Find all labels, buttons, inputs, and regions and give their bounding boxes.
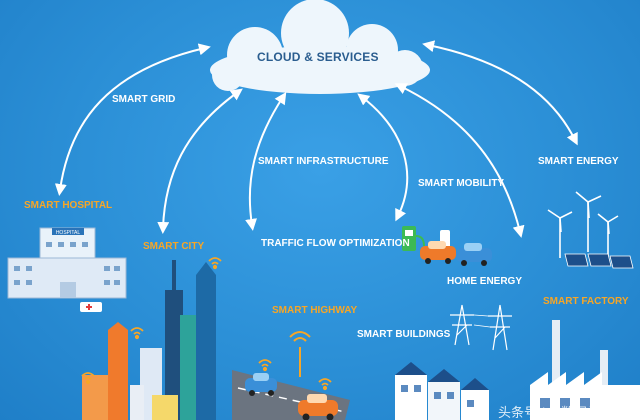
cloud-services-label: CLOUD & SERVICES xyxy=(257,50,379,64)
cloud-shape xyxy=(210,0,430,94)
highway-road xyxy=(232,331,350,420)
connection-arrows xyxy=(54,40,578,238)
smart-hospital-label: SMART HOSPITAL xyxy=(24,200,113,211)
arrow-smart-grid xyxy=(54,43,211,196)
city-skyline xyxy=(82,260,216,420)
wifi-icons xyxy=(81,257,332,391)
smart-mobility-label: SMART MOBILITY xyxy=(418,178,505,189)
traffic-flow-label: TRAFFIC FLOW OPTIMIZATION xyxy=(261,238,410,249)
mobility-scene xyxy=(402,226,492,266)
smart-buildings xyxy=(395,362,489,420)
arrow-smart-city xyxy=(157,88,243,234)
smart-highway-label: SMART HIGHWAY xyxy=(272,305,358,316)
solar-panels xyxy=(564,253,634,269)
arrow-smart-energy xyxy=(422,40,578,146)
smart-energy-label: SMART ENERGY xyxy=(538,156,619,167)
watermark: 头条号 / 大数据前沿 xyxy=(498,405,613,420)
home-energy-label: HOME ENERGY xyxy=(447,276,523,287)
hospital-sign: HOSPITAL xyxy=(56,230,81,236)
arrow-traffic xyxy=(394,83,525,238)
smart-infrastructure-label: SMART INFRASTRUCTURE xyxy=(258,156,389,167)
smart-grid-label: SMART GRID xyxy=(112,94,176,105)
smart-factory-label: SMART FACTORY xyxy=(543,296,629,307)
hospital-building: HOSPITAL xyxy=(7,227,127,312)
smart-city-label: SMART CITY xyxy=(143,241,205,252)
arrow-smart-infrastructure xyxy=(245,91,287,231)
power-pylons xyxy=(450,304,512,351)
smart-buildings-label: SMART BUILDINGS xyxy=(357,329,451,340)
energy-scene xyxy=(547,191,619,258)
smart-factory xyxy=(530,320,640,420)
